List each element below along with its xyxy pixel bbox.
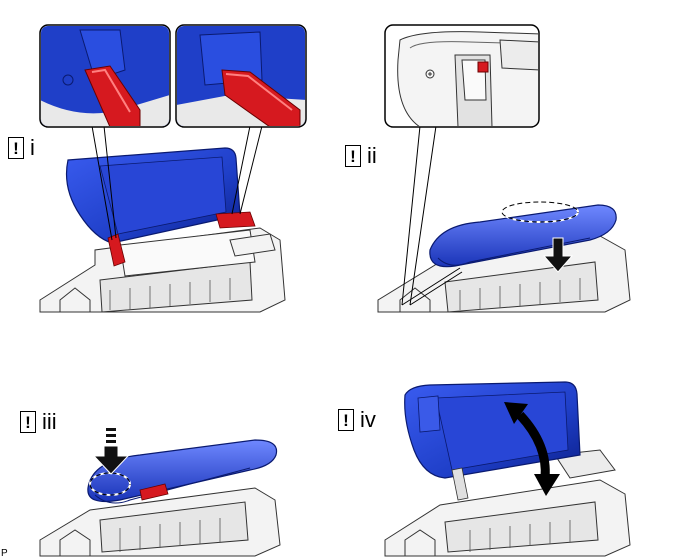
hinge-detail-right [221, 69, 301, 126]
panel-iv [384, 381, 631, 557]
red-tab-iii [139, 483, 169, 501]
rotate-arrow-iv [504, 402, 560, 496]
exclamation-box-icon: ! [345, 145, 361, 167]
step-label-i: ! i [8, 137, 35, 159]
hinge-right-i [215, 211, 256, 229]
inset-i-left [39, 24, 171, 128]
figure-code: P [1, 548, 8, 559]
console-ribs-i [109, 278, 231, 310]
down-arrow-iii [92, 428, 130, 475]
down-arrow-ii [542, 237, 574, 273]
lid-closed-ii [429, 204, 617, 268]
inset-ii [384, 24, 540, 128]
exclamation-box-icon: ! [8, 137, 24, 159]
console-base-i [39, 227, 286, 313]
hinge-left-iv [451, 467, 469, 501]
hinge-detail-left [84, 65, 141, 126]
exclamation-box-icon: ! [338, 409, 354, 431]
panel-i [39, 24, 307, 313]
panel-iii [39, 428, 281, 557]
step-label-iv: ! iv [338, 409, 376, 431]
hinge-left-i [107, 233, 126, 267]
console-base-iv [384, 449, 631, 557]
step-label-iii: ! iii [20, 411, 57, 433]
step-label-ii: ! ii [345, 145, 377, 167]
inset-i-right [175, 24, 307, 128]
latch-red-ii [477, 61, 489, 73]
panel-ii [377, 24, 631, 313]
exclamation-box-icon: ! [20, 411, 36, 433]
